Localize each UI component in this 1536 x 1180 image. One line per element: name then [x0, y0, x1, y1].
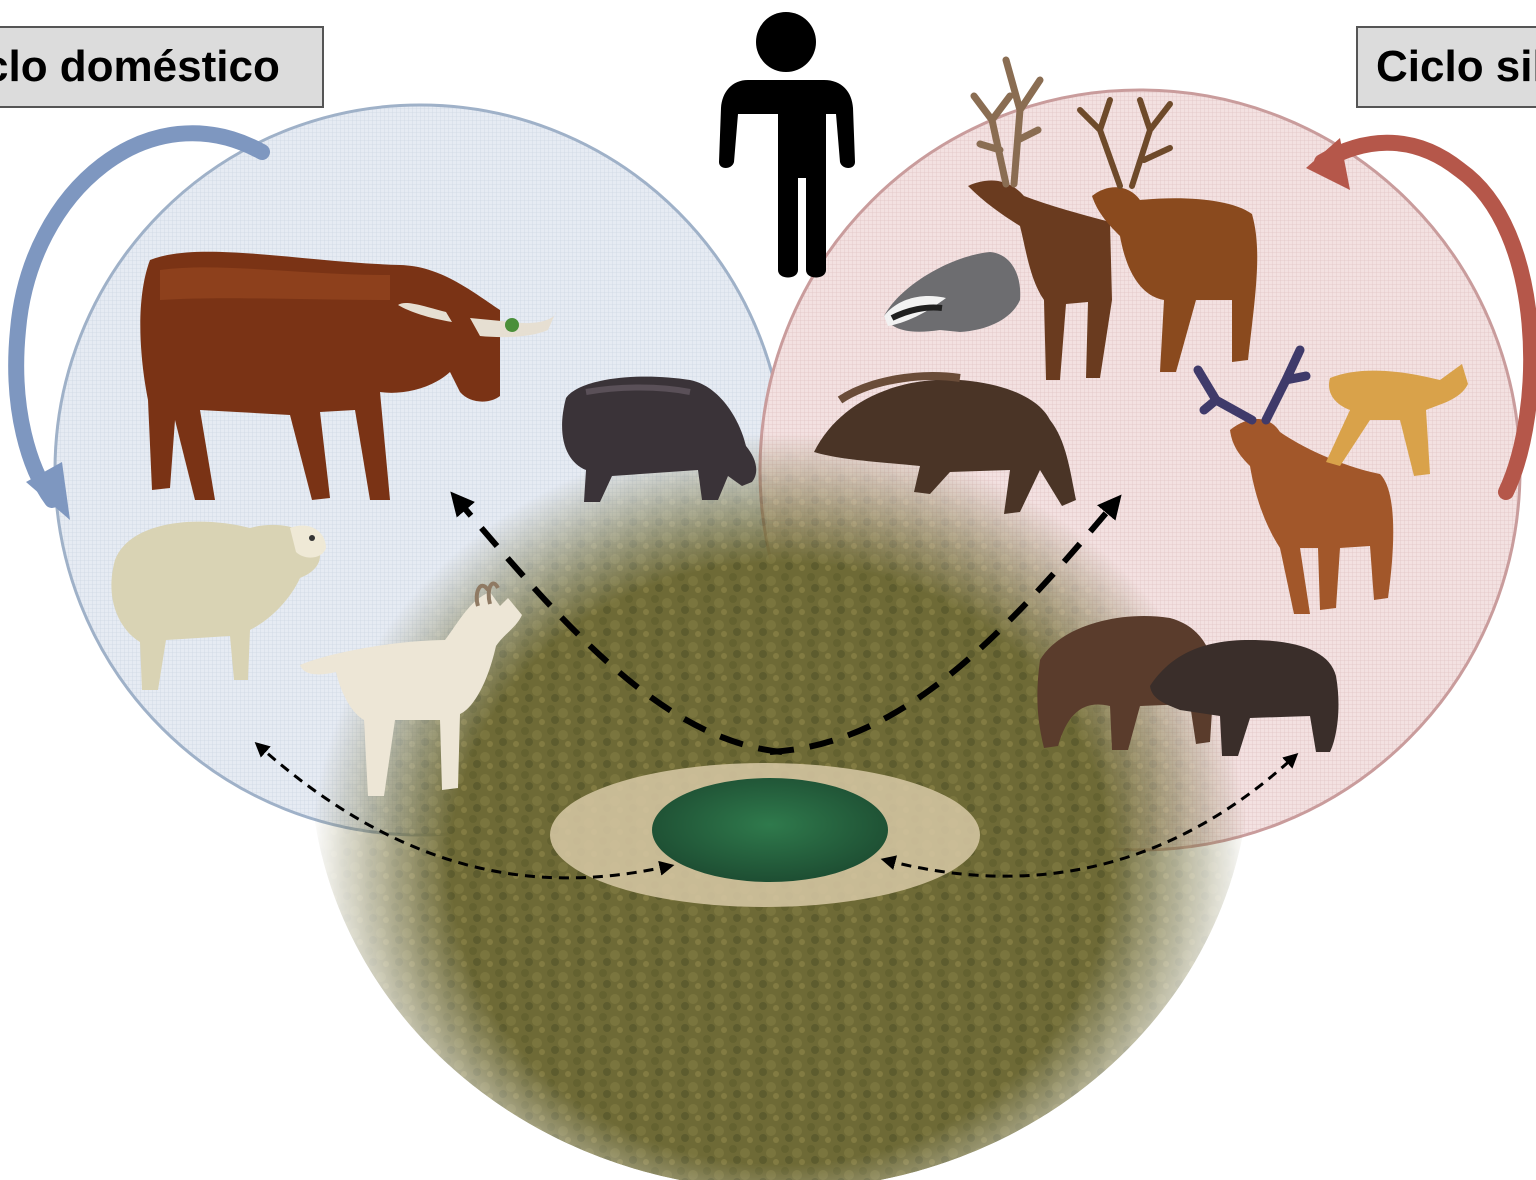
person-icon [719, 12, 855, 278]
wild-cycle-label: Ciclo silvestre [1356, 26, 1536, 108]
domestic-cycle-label: Ciclo doméstico [0, 26, 324, 108]
water-pond-icon [550, 763, 980, 907]
